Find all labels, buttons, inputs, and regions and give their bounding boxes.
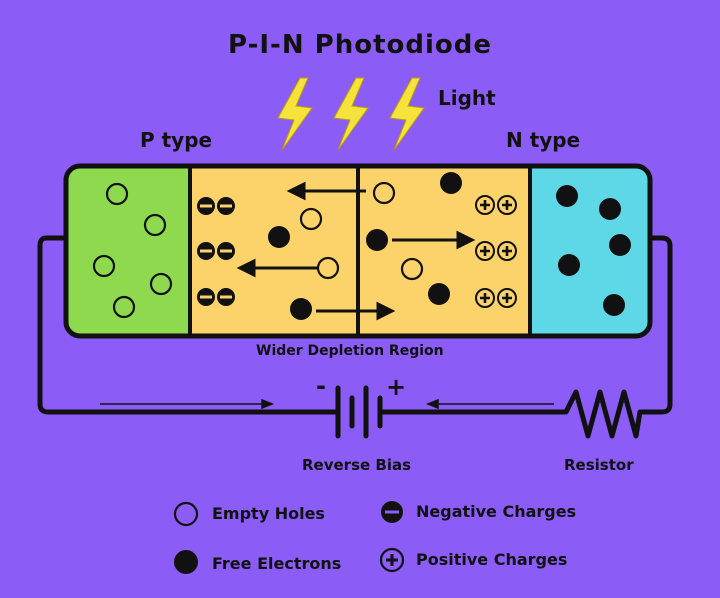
light-bolts xyxy=(277,77,425,151)
circuit-wire xyxy=(37,235,673,415)
electron-icon xyxy=(556,185,578,207)
lightning-bolt-icon xyxy=(333,77,369,151)
drift-arrows xyxy=(236,181,476,321)
negative-charge-pair xyxy=(197,242,235,260)
hole-icon xyxy=(92,254,116,278)
electron-icon xyxy=(440,172,462,194)
light-label: Light xyxy=(438,86,496,110)
arrow-left-icon xyxy=(236,258,318,278)
legend-electron-icon xyxy=(174,550,198,574)
hole-icon xyxy=(299,207,323,231)
electron-icon xyxy=(599,198,621,220)
positive-charge-pair xyxy=(475,195,517,215)
legend-free-electrons: Free Electrons xyxy=(212,554,342,573)
resistor-icon xyxy=(563,389,643,439)
lightning-bolt-icon xyxy=(277,77,313,151)
legend-empty-holes: Empty Holes xyxy=(212,504,325,523)
battery-plus-sign: + xyxy=(386,373,406,401)
legend-positive-charges: Positive Charges xyxy=(416,550,568,569)
depletion-region-label: Wider Depletion Region xyxy=(256,343,444,359)
electron-icon xyxy=(366,229,388,251)
resistor-label: Resistor xyxy=(564,456,634,474)
n-region xyxy=(530,168,648,334)
p-region xyxy=(68,168,190,334)
legend-positive-icon xyxy=(379,547,405,573)
hole-icon xyxy=(400,257,424,281)
diagram-title: P-I-N Photodiode xyxy=(227,30,492,60)
n-region-electrons xyxy=(556,185,631,316)
positive-charge-pair xyxy=(475,241,517,261)
arrow-right-icon xyxy=(316,301,396,321)
electron-icon xyxy=(558,254,580,276)
electron-icon xyxy=(290,298,312,320)
negative-charge-pair xyxy=(197,197,235,215)
reverse-bias-label: Reverse Bias xyxy=(302,456,412,474)
negative-charge-pair xyxy=(197,288,235,306)
hole-icon xyxy=(112,295,136,319)
lightning-bolt-icon xyxy=(389,77,425,151)
p-region-holes xyxy=(92,182,173,319)
n-type-label: N type xyxy=(506,128,581,152)
hole-icon xyxy=(149,272,173,296)
electron-icon xyxy=(609,234,631,256)
negative-charges xyxy=(197,197,235,306)
legend-hole-icon xyxy=(173,501,199,527)
legend-negative-charges: Negative Charges xyxy=(416,502,577,521)
current-arrow-left xyxy=(100,398,275,410)
hole-icon xyxy=(105,182,129,206)
p-type-label: P type xyxy=(140,128,213,152)
positive-charges xyxy=(475,195,517,308)
arrow-right-icon xyxy=(392,230,476,250)
hole-icon xyxy=(143,213,167,237)
battery-minus-sign: - xyxy=(316,372,326,400)
positive-charge-pair xyxy=(475,288,517,308)
electron-icon xyxy=(428,283,450,305)
electron-icon xyxy=(268,226,290,248)
depletion-carriers xyxy=(268,172,462,320)
current-arrow-right xyxy=(425,398,554,410)
diode-outline xyxy=(63,163,653,339)
electron-icon xyxy=(603,294,625,316)
hole-icon xyxy=(372,181,396,205)
legend-negative-icon xyxy=(381,501,403,523)
battery-icon xyxy=(335,385,383,439)
arrow-left-icon xyxy=(286,181,366,201)
